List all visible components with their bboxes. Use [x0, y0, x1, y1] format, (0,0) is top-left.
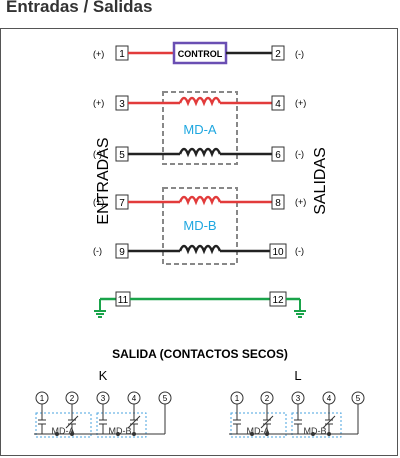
terminal-10-label: 10 [272, 247, 284, 258]
k-md-a-label: MD-A [52, 426, 75, 436]
k-node-3-label: 3 [101, 394, 106, 403]
l-junction-3 [311, 432, 315, 436]
terminal-2-label: 2 [275, 49, 281, 60]
k-node-1-label: 1 [40, 394, 45, 403]
l-md-b-label: MD-B [304, 426, 327, 436]
terminal-5-label: 5 [119, 150, 125, 161]
salidas-label: SALIDAS [312, 147, 329, 215]
md-b-coil-red [178, 195, 222, 206]
control-label: CONTROL [178, 49, 223, 59]
polarity-t4: (+) [295, 98, 306, 108]
l-node-1-label: 1 [235, 394, 240, 403]
polarity-t7: (+) [93, 197, 104, 207]
polarity-t5: (-) [93, 149, 102, 159]
l-node-4-label: 4 [327, 394, 332, 403]
ground-icon-right [294, 299, 306, 318]
terminal-7-label: 7 [119, 198, 125, 209]
terminal-11-label: 11 [118, 295, 129, 306]
k-node-2-label: 2 [70, 394, 75, 403]
ground-icon-left [94, 299, 106, 318]
k-node-5-label: 5 [163, 394, 168, 403]
l-junction-4 [327, 432, 331, 436]
terminal-1-label: 1 [119, 49, 125, 60]
contact-group-k: 1 2 3 4 5 MD-A MD-B [34, 391, 172, 438]
k-junction-1 [55, 432, 59, 436]
k-md-a-box [35, 412, 92, 438]
md-a-label: MD-A [183, 122, 217, 137]
group-k-label: K [99, 368, 108, 383]
contacts-title: SALIDA (CONTACTOS SECOS) [112, 347, 288, 361]
l-node-2-label: 2 [265, 394, 270, 403]
entradas-label: ENTRADAS [95, 137, 112, 224]
terminal-3-label: 3 [119, 99, 125, 110]
md-b-box [162, 187, 238, 265]
terminal-9-label: 9 [119, 247, 125, 258]
polarity-t3: (+) [93, 98, 104, 108]
terminal-8 [271, 194, 285, 210]
k-junction-2 [70, 432, 74, 436]
terminal-12-label: 12 [272, 295, 284, 306]
terminal-6-label: 6 [275, 150, 281, 161]
terminal-4 [271, 95, 285, 111]
l-md-a-box [230, 412, 287, 438]
diagram-frame [0, 28, 398, 456]
l-md-b-box [291, 412, 342, 438]
terminal-10 [269, 243, 287, 259]
l-node-5-label: 5 [356, 394, 361, 403]
l-junction-1 [250, 432, 254, 436]
contact-group-l: 1 2 3 4 5 MD-A MD-B [229, 391, 365, 438]
md-a-coil-red [178, 96, 222, 107]
k-junction-3 [116, 432, 120, 436]
terminal-6 [271, 146, 285, 162]
terminal-4-label: 4 [275, 99, 281, 110]
md-b-label: MD-B [183, 218, 216, 233]
k-contact-wiring [34, 404, 166, 435]
md-a-box [162, 91, 238, 165]
polarity-t6: (-) [295, 149, 304, 159]
polarity-t9: (-) [93, 246, 102, 256]
terminal-8-label: 8 [275, 198, 281, 209]
l-junction-2 [265, 432, 269, 436]
k-node-4-label: 4 [132, 394, 137, 403]
md-a-coil-black [178, 147, 222, 158]
k-md-b-box [96, 412, 147, 438]
md-b-coil-black [178, 244, 222, 255]
l-node-3-label: 3 [296, 394, 301, 403]
polarity-t10: (-) [295, 246, 304, 256]
k-md-b-label: MD-B [109, 426, 132, 436]
terminal-2 [271, 45, 285, 61]
polarity-t1: (+) [93, 49, 104, 59]
k-junction-4 [132, 432, 136, 436]
page-title: Entradas / Salidas [6, 0, 153, 16]
group-l-label: L [294, 368, 301, 383]
polarity-t2: (-) [295, 49, 304, 59]
polarity-t8: (+) [295, 197, 306, 207]
l-md-a-label: MD-A [247, 426, 270, 436]
